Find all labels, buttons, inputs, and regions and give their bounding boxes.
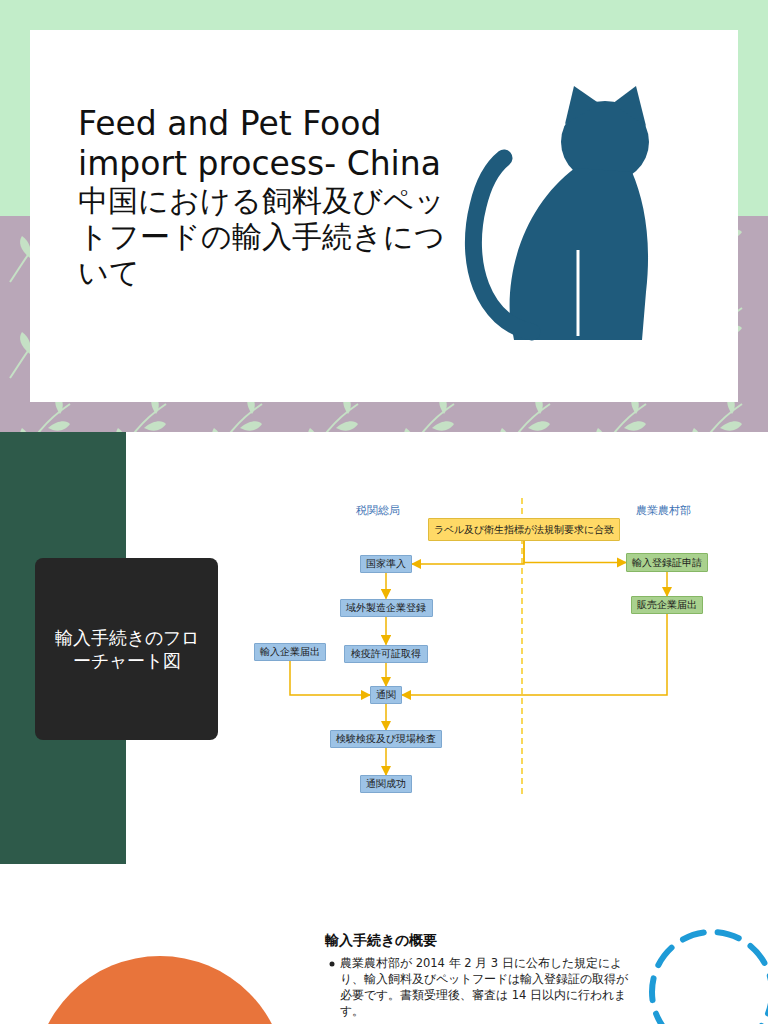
lane-header: 農業農村部 (636, 504, 691, 518)
process-box: 検験検疫及び現場検査 (330, 730, 442, 748)
node-text: 輸入企業届出 (260, 646, 320, 658)
condition-box: ラベル及び衛生指標が法規制要求に合致 (428, 518, 620, 541)
section-box: 輸入手続きのフローチャート図 (35, 558, 218, 740)
flow-arrow (524, 541, 626, 563)
slide-ground (0, 432, 768, 864)
process-box: 国家準入 (360, 555, 412, 573)
title-panel (30, 30, 738, 402)
flow-arrow (666, 572, 668, 596)
process-box: 通関成功 (360, 775, 412, 793)
slide-subtitle: 中国における飼料及びペットフードの輸入手続きについて (78, 183, 456, 291)
bullet-dot (330, 962, 335, 967)
process-box: 販売企業届出 (631, 596, 703, 614)
node-text: 通関 (376, 689, 396, 701)
cat-icon (473, 86, 649, 340)
section-heading: 輸入手続きの概要 (325, 932, 437, 950)
flow-arrow (385, 573, 387, 599)
body-text: 農業農村部が 2014 年 2 月 3 日に公布した規定により、輸入飼料及びペッ… (340, 955, 632, 1019)
flow-arrow (385, 748, 387, 775)
division-line (521, 498, 522, 798)
lane-header: 税関総局 (356, 504, 400, 518)
flow-arrow (385, 704, 387, 730)
node-text: 通関成功 (366, 778, 406, 790)
node-text: 域外製造企業登録 (346, 602, 426, 614)
process-box: 検疫許可証取得 (344, 645, 428, 663)
process-box: 域外製造企業登録 (340, 599, 433, 617)
flow-arrow (412, 541, 524, 564)
node-text: 国家準入 (366, 558, 406, 570)
process-box: 通関 (370, 686, 402, 704)
process-box: 輸入企業届出 (254, 643, 326, 661)
process-box: 輸入登録証申請 (626, 553, 708, 572)
flow-arrow (290, 661, 370, 695)
dashed-circle (652, 932, 768, 1024)
node-text: 検疫許可証取得 (351, 648, 421, 660)
node-text: 輸入登録証申請 (632, 557, 702, 569)
flow-arrow (402, 614, 667, 695)
slide-title: Feed and Pet Food import process- China (78, 104, 456, 183)
title-block: Feed and Pet Food import process- China中… (78, 104, 456, 291)
orange-circle (34, 956, 286, 1024)
node-text: 検験検疫及び現場検査 (336, 733, 436, 745)
cat-leg-line (577, 250, 580, 336)
flow-arrow (385, 617, 387, 645)
node-text: 販売企業届出 (637, 599, 697, 611)
node-text: ラベル及び衛生指標が法規制要求に合致 (434, 524, 614, 536)
node-text: 輸入手続きのフローチャート図 (35, 626, 218, 673)
flow-arrow (385, 663, 387, 687)
